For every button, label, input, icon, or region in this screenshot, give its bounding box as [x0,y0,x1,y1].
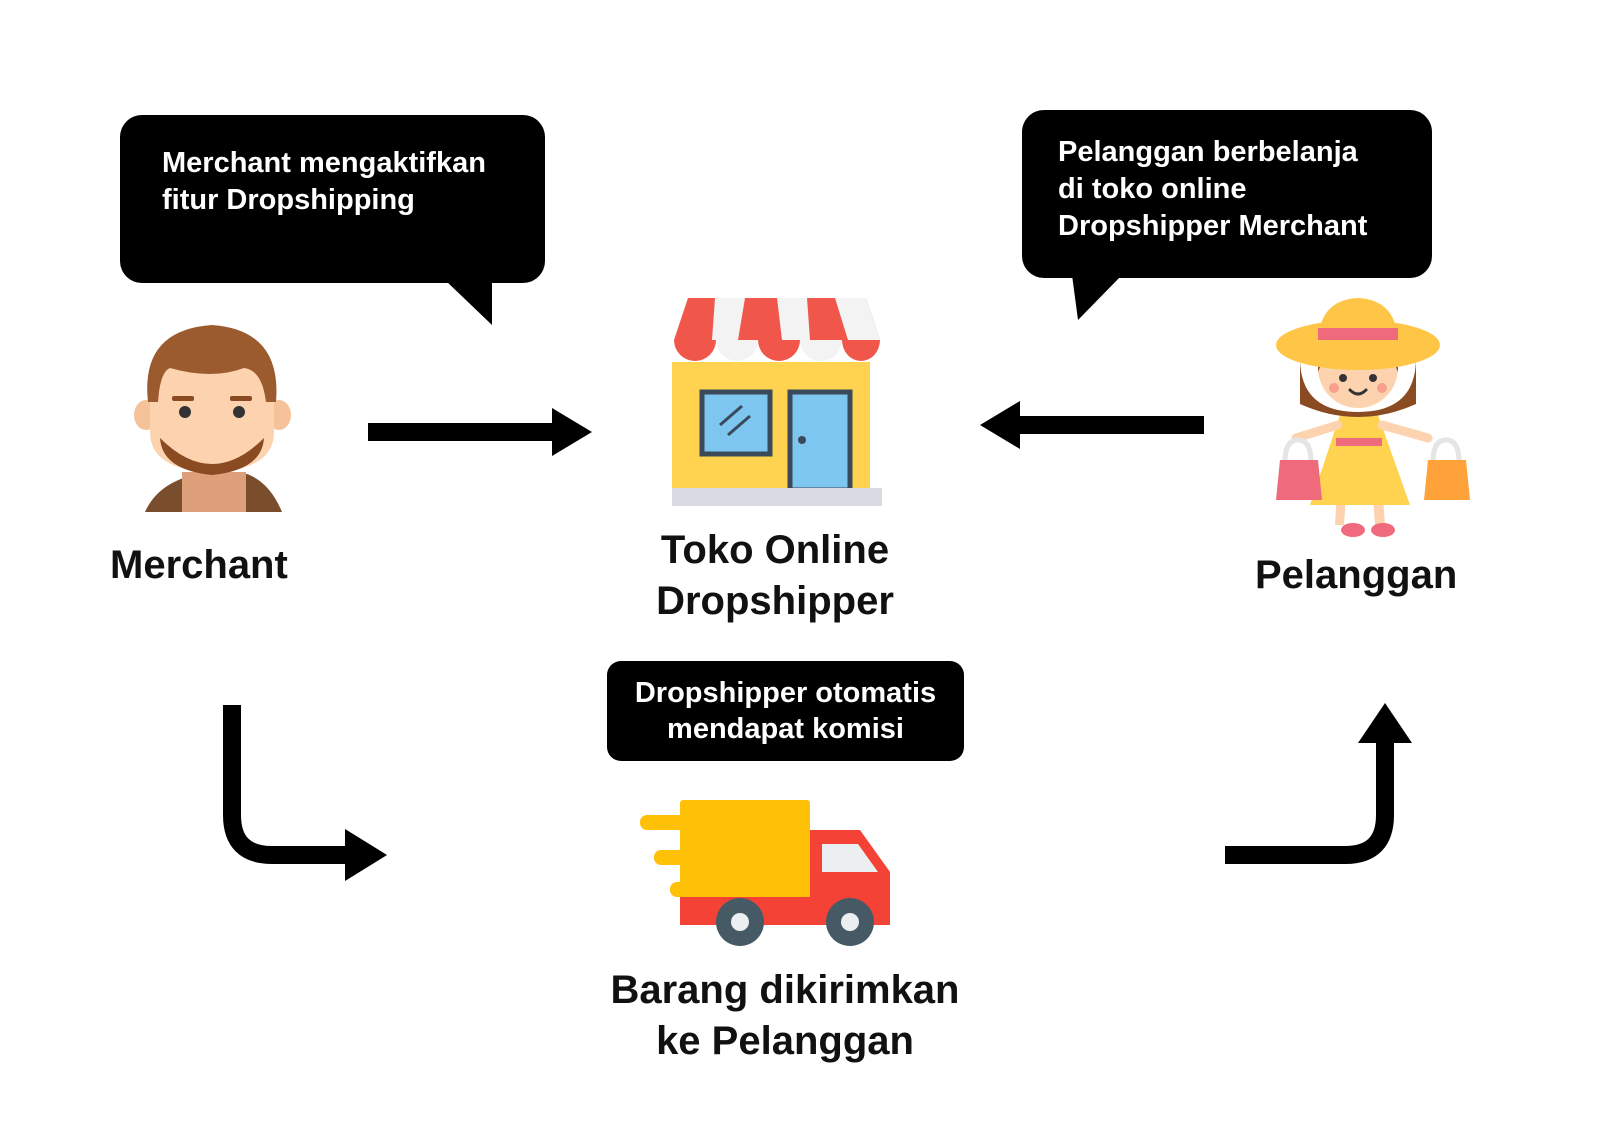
bubble-commission-line-2: mendapat komisi [667,713,904,745]
bubble-commission: Dropshipper otomatis mendapat komisi [607,661,964,761]
bubble-tail-customer [1072,275,1122,320]
bubble-tail-merchant [445,280,492,325]
arrow-customer-to-store [980,401,1204,449]
bubble-merchant-line-2: fitur Dropshipping [162,184,415,216]
bubble-customer-line-1: Pelanggan berbelanja [1058,136,1358,168]
arrow-merchant-to-store [368,408,592,456]
bubble-merchant-line-1: Merchant mengaktifkan [162,147,486,179]
label-delivery: Barang dikirimkan ke Pelanggan [560,965,1010,1067]
bubble-merchant-activates: Merchant mengaktifkan fitur Dropshipping [120,115,545,283]
label-merchant: Merchant [110,543,288,587]
label-store: Toko Online Dropshipper [595,525,955,627]
bubble-commission-line-1: Dropshipper otomatis [634,677,937,709]
bubble-customer-line-2: di toko online [1058,173,1247,205]
arrow-merchant-to-delivery [223,705,387,881]
label-store-line-1: Toko Online [660,528,890,572]
label-delivery-line-1: Barang dikirimkan [610,968,960,1012]
label-customer: Pelanggan [1255,553,1458,597]
bubble-customer-line-3: Dropshipper Merchant [1058,210,1368,242]
label-store-line-2: Dropshipper [656,579,894,623]
bubble-customer-shops: Pelanggan berbelanja di toko online Drop… [1022,110,1432,278]
arrow-delivery-to-customer [1225,703,1412,864]
label-delivery-line-2: ke Pelanggan [656,1019,914,1063]
